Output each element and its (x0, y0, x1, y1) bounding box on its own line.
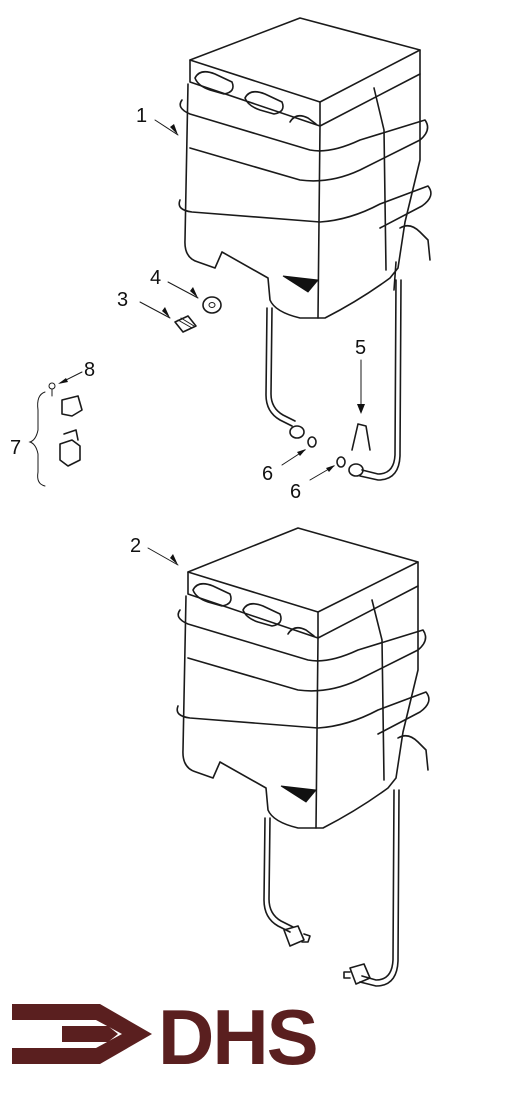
callout-4: 4 (150, 267, 161, 289)
bracket-part (28, 391, 83, 487)
callout-1: 1 (136, 105, 147, 127)
callout-6-upper: 6 (262, 463, 273, 485)
washer-part (202, 296, 222, 314)
o-ring-parts (307, 436, 346, 468)
screw-part (174, 315, 197, 333)
arrow-bracket-icon (12, 1004, 152, 1064)
logo-text: DHS (158, 993, 317, 1081)
heat-exchanger-2 (176, 527, 430, 987)
callout-7: 7 (10, 437, 21, 459)
callout-8: 8 (84, 359, 95, 381)
callout-6-lower: 6 (290, 481, 301, 503)
callout-3: 3 (117, 289, 128, 311)
clip-part (351, 423, 371, 451)
heat-exchanger-1 (178, 17, 432, 481)
dhs-logo: DHS (12, 993, 319, 1081)
callout-5: 5 (355, 337, 366, 359)
callout-2: 2 (130, 535, 141, 557)
callout-arrows (58, 119, 365, 566)
small-screw-part (48, 382, 56, 397)
